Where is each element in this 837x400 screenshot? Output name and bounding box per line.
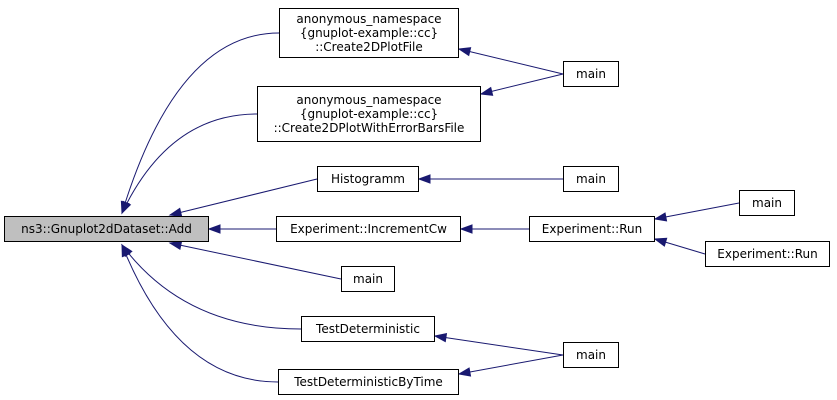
testdet-label: TestDeterministic bbox=[316, 322, 420, 336]
histogramm-label: Histogramm bbox=[331, 172, 405, 186]
exp-run2-label: Experiment::Run bbox=[717, 247, 818, 261]
edge-testdet_time-to-root bbox=[121, 244, 279, 383]
edge-main_test-to-testdet_time bbox=[458, 354, 564, 375]
arrowhead-main_hist-to-histogramm bbox=[417, 174, 431, 184]
node-experiment-run-caller[interactable]: Experiment::Run bbox=[705, 241, 830, 267]
root-node: ns3::Gnuplot2dDataset::Add bbox=[4, 216, 209, 242]
arrowhead-main_test-to-testdet bbox=[433, 333, 448, 343]
node-histogramm[interactable]: Histogramm bbox=[317, 166, 419, 192]
arrowhead-incrementcw-to-root bbox=[207, 224, 221, 234]
node-test-deterministic-by-time[interactable]: TestDeterministicByTime bbox=[278, 369, 459, 395]
create2d-line-3: ::Create2DPlotFile bbox=[315, 40, 423, 54]
root-label: ns3::Gnuplot2dDataset::Add bbox=[21, 222, 192, 236]
testdet-time-label: TestDeterministicByTime bbox=[294, 375, 443, 389]
node-experiment-increment-cw[interactable]: Experiment::IncrementCw bbox=[276, 216, 461, 242]
main-test-label: main bbox=[576, 348, 606, 362]
main-run-label: main bbox=[752, 196, 782, 210]
edge-histogramm-to-root bbox=[169, 178, 318, 216]
arrowhead-histogramm-to-root bbox=[168, 207, 183, 217]
create2d-line-2: {gnuplot-example::cc} bbox=[299, 26, 439, 40]
incrementcw-label: Experiment::IncrementCw bbox=[290, 222, 447, 236]
arrowhead-main_test-to-testdet_time bbox=[457, 367, 472, 377]
node-main-run[interactable]: main bbox=[739, 190, 795, 216]
arrowhead-main_gnuplot-to-create2d bbox=[457, 47, 472, 57]
edge-main_test-to-testdet bbox=[434, 335, 564, 356]
arrowhead-exp_run-to-incrementcw bbox=[459, 224, 473, 234]
node-main-histogramm[interactable]: main bbox=[563, 166, 619, 192]
node-test-deterministic[interactable]: TestDeterministic bbox=[301, 316, 435, 342]
arrowhead-main_run-to-exp_run bbox=[653, 212, 668, 222]
create2derr-line-2: {gnuplot-example::cc} bbox=[299, 107, 439, 121]
node-create2d-plot-with-error-bars-file[interactable]: anonymous_namespace {gnuplot-example::cc… bbox=[257, 86, 481, 142]
node-main-test[interactable]: main bbox=[563, 342, 619, 368]
edge-create2d-to-root bbox=[121, 32, 280, 214]
edge-main_direct-to-root bbox=[169, 242, 342, 280]
create2derr-line-1: anonymous_namespace bbox=[296, 93, 442, 107]
node-main-gnuplot[interactable]: main bbox=[563, 61, 619, 87]
arrowhead-main_direct-to-root bbox=[168, 240, 183, 250]
create2derr-line-3: ::Create2DPlotWithErrorBarsFile bbox=[273, 121, 465, 135]
main-direct-label: main bbox=[353, 272, 383, 286]
node-main-direct[interactable]: main bbox=[341, 266, 395, 292]
node-experiment-run[interactable]: Experiment::Run bbox=[529, 216, 655, 242]
exp-run-label: Experiment::Run bbox=[541, 222, 643, 236]
create2d-line-1: anonymous_namespace bbox=[296, 12, 442, 26]
arrowhead-main_gnuplot-to-create2derr bbox=[479, 86, 494, 96]
edge-main_run-to-exp_run bbox=[654, 202, 740, 220]
main-gnuplot-label: main bbox=[576, 67, 606, 81]
edge-main_gnuplot-to-create2d bbox=[458, 48, 564, 75]
arrowhead-testdet_time-to-root bbox=[121, 243, 131, 258]
arrowhead-create2derr-to-root bbox=[121, 200, 132, 215]
edge-create2derr-to-root bbox=[121, 113, 258, 214]
edge-main_gnuplot-to-create2derr bbox=[480, 73, 564, 95]
edge-testdet-to-root bbox=[121, 244, 302, 330]
main-hist-label: main bbox=[576, 172, 606, 186]
node-create2d-plot-file[interactable]: anonymous_namespace {gnuplot-example::cc… bbox=[279, 8, 459, 58]
arrowhead-exp_run2-to-exp_run bbox=[653, 237, 668, 247]
